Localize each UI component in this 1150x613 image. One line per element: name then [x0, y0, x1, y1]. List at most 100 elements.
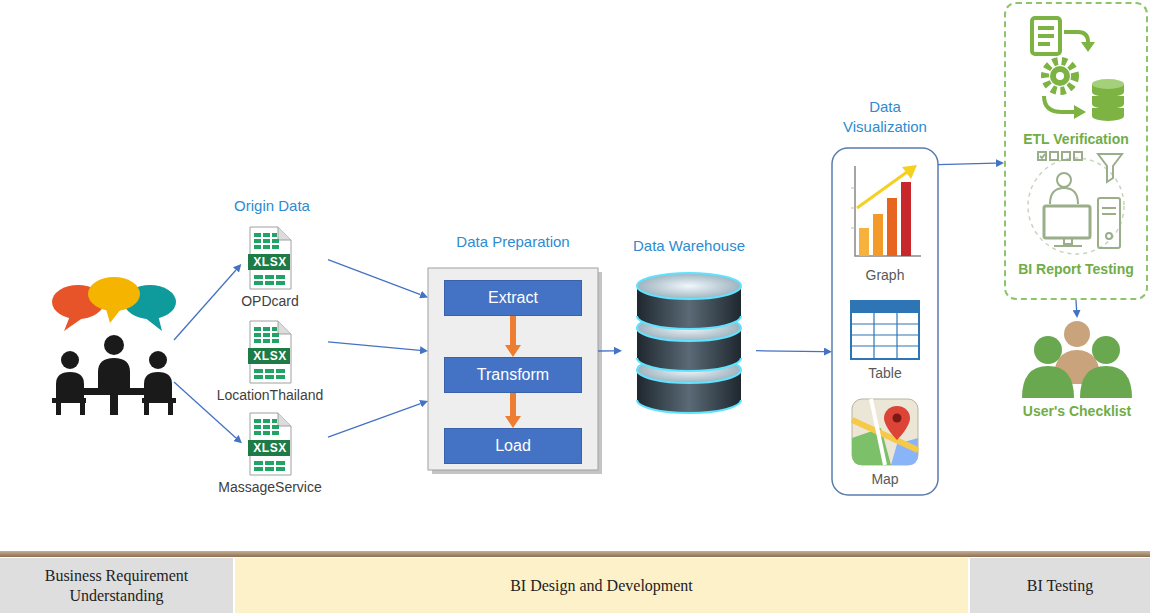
graph-icon [851, 208, 855, 209]
excel-file-icon [254, 461, 263, 465]
report-testing-icon [1016, 148, 1136, 260]
graph-icon [851, 188, 855, 189]
label-holder: Origin Data [220, 196, 324, 216]
excel-file-icon [276, 275, 285, 279]
excel-file-icon [254, 431, 261, 435]
connector-arrow [756, 350, 824, 352]
excel-file-icon [254, 369, 263, 373]
report-testing-icon [1054, 245, 1082, 247]
users-icon [1080, 366, 1132, 398]
graph-icon [902, 165, 917, 179]
phase-band: Business Requirement Understanding [0, 558, 233, 613]
process-label: Extract [488, 289, 538, 307]
testing-panel: ETL VerificationBI Report Testing [1004, 2, 1148, 300]
graph-icon [855, 166, 921, 256]
file-type-badge: XLSX [253, 254, 286, 270]
excel-file-icon [263, 333, 270, 337]
excel-file-icon [265, 275, 274, 279]
excel-file-icon [272, 239, 279, 243]
process-box: Transform [444, 357, 582, 393]
excel-file: XLSX MassageService [212, 412, 328, 496]
users-icon [1064, 321, 1090, 347]
excel-file-icon [254, 327, 279, 343]
excel-file-icon [250, 227, 291, 289]
excel-file-icon [263, 327, 270, 331]
database-icon [637, 273, 741, 299]
report-testing-icon [1050, 152, 1058, 160]
excel-file-icon [272, 245, 279, 249]
graph-icon [851, 188, 855, 228]
item-label: Table [868, 364, 901, 382]
etl-icon [1074, 105, 1086, 119]
file-type-badge: XLSX [253, 440, 286, 456]
etl-icon [1038, 42, 1050, 46]
graph-icon [901, 182, 911, 256]
meeting-people-icon [144, 315, 162, 331]
excel-file-icon [254, 245, 261, 249]
connector-arrow [598, 350, 614, 352]
flow-arrow [510, 393, 516, 416]
leader-line [174, 270, 236, 340]
connector-arrow [1075, 300, 1077, 310]
phase-label: BI Testing [1027, 576, 1094, 596]
table-item: Table [842, 300, 928, 382]
map-icon [893, 414, 902, 423]
file-name: LocationThailand [217, 386, 324, 404]
phase-label: Business Requirement Understanding [29, 566, 204, 606]
excel-file-icon [265, 369, 274, 373]
etl-icon [1032, 18, 1060, 54]
excel-file-icon [250, 413, 291, 475]
users-item: User's Checklist [1010, 318, 1144, 420]
connector-arrow [328, 260, 421, 295]
map-icon [884, 406, 910, 440]
graph-icon [857, 172, 907, 208]
excel-file-icon [272, 333, 279, 337]
report-testing-icon [1044, 206, 1090, 238]
excel-file-icon [254, 281, 263, 285]
meeting-people-icon [80, 403, 85, 415]
table-icon [873, 313, 874, 359]
data-warehouse: Data Warehouse [622, 236, 756, 418]
database-icon [637, 316, 741, 329]
testing-label: BI Report Testing [1018, 260, 1134, 278]
report-testing-icon [1064, 238, 1072, 244]
report-testing-icon [1106, 233, 1112, 239]
users-icon [1092, 336, 1120, 364]
phase-bar-rule [0, 551, 1150, 557]
file-name: MassageService [218, 478, 322, 496]
excel-file-icon [265, 467, 274, 471]
excel-file-icon [263, 419, 270, 423]
section-heading: Origin Data [220, 196, 324, 216]
excel-file-icon [265, 281, 274, 285]
excel-file-icon [254, 327, 261, 331]
phase-label: BI Design and Development [510, 576, 693, 596]
users-icon [1022, 366, 1074, 398]
meeting-people-icon [64, 316, 84, 331]
meeting-people-icon [61, 351, 79, 369]
excel-file-icon [254, 239, 261, 243]
etl-icon [1038, 26, 1054, 30]
etl-icon [1045, 61, 1075, 91]
table-icon [851, 345, 919, 346]
etl-icon [1038, 34, 1054, 38]
users-icon [1034, 336, 1062, 364]
report-testing-icon [1028, 158, 1124, 254]
graph-icon [851, 228, 855, 229]
meeting-people-icon [84, 388, 144, 395]
excel-file-icon [276, 467, 285, 471]
meeting-people-icon [168, 403, 173, 415]
excel-file: XLSXOPDcard [212, 226, 328, 310]
meeting-people-icon [144, 403, 149, 415]
flow-arrow [510, 316, 516, 345]
table-icon [851, 301, 919, 359]
meeting-people-icon [88, 277, 140, 311]
etl-icon [1092, 96, 1124, 109]
etl-panel: Data PreparationExtractTransformLoad [428, 232, 598, 470]
excel-file-icon [278, 321, 291, 334]
excel-file-icon [272, 431, 279, 435]
item-label: Map [871, 470, 898, 488]
report-testing-icon [1050, 188, 1078, 204]
section-heading: Data Warehouse [633, 236, 745, 256]
connector-arrow [328, 404, 421, 438]
